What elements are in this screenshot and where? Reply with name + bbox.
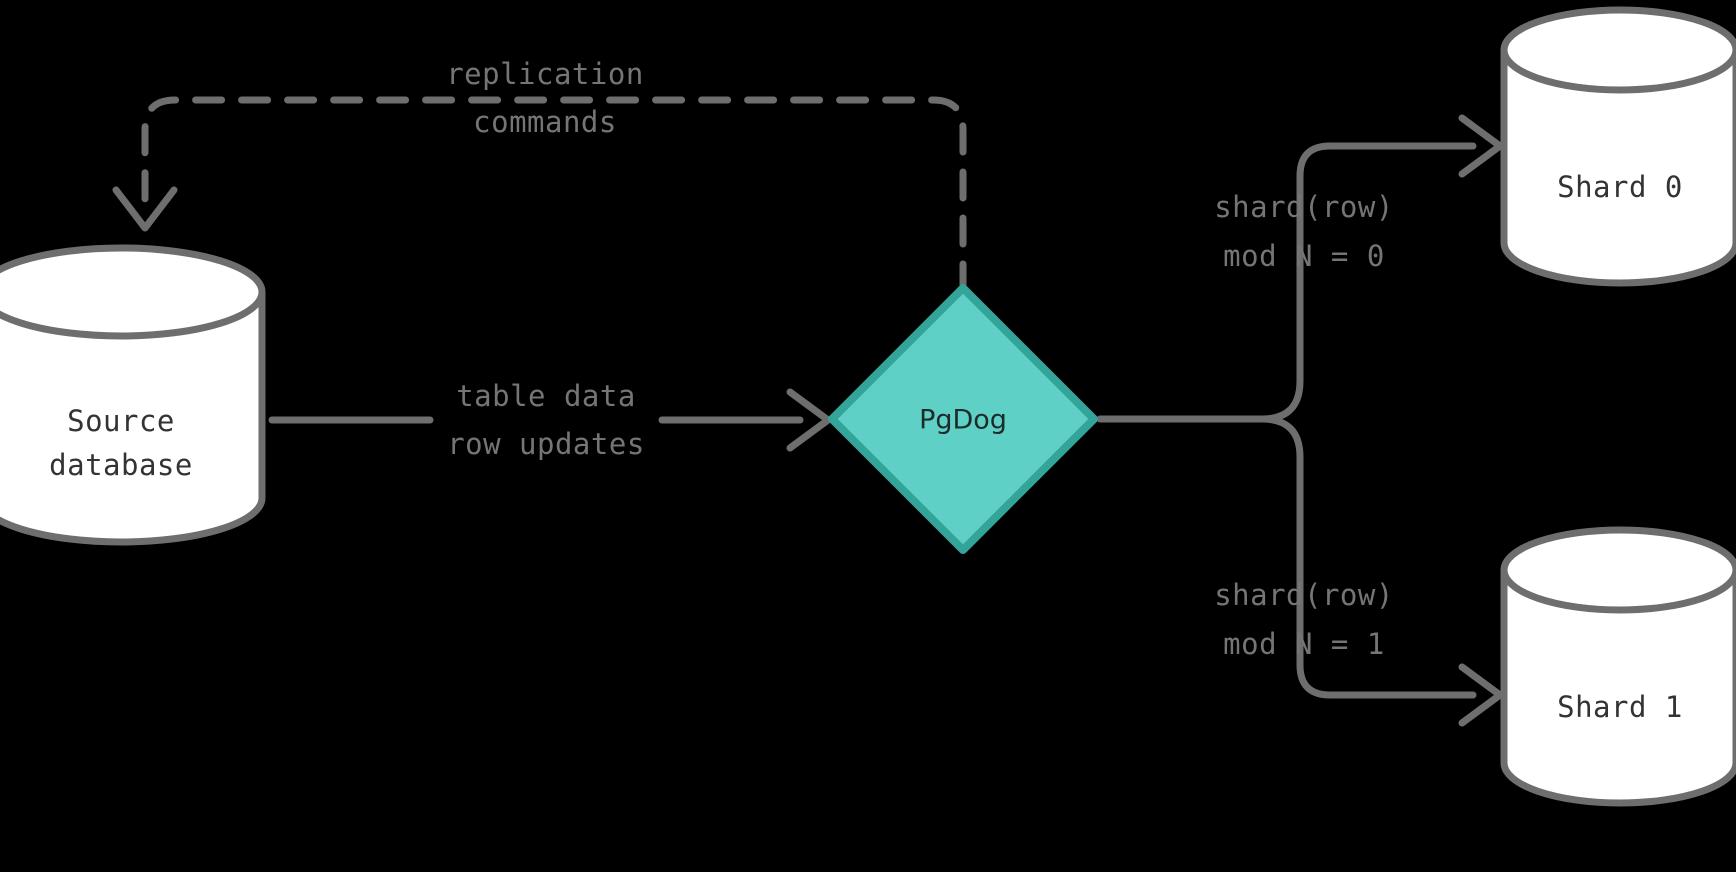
edge-label-replication: replication commands xyxy=(446,57,644,139)
edge-shard0-branch xyxy=(1258,114,1504,423)
shard-1-top xyxy=(1500,526,1736,614)
table-data-label-line2: row updates xyxy=(447,427,645,461)
node-source-database[interactable]: Source database xyxy=(0,244,266,546)
node-shard-0[interactable]: Shard 0 xyxy=(1500,6,1736,287)
node-shard-1[interactable]: Shard 1 xyxy=(1500,526,1736,807)
shard1-label-line1: shard(row) xyxy=(1214,578,1394,612)
shard0-arrow-head xyxy=(1458,114,1504,178)
edge-label-shard0: shard(row) mod N = 0 xyxy=(1214,190,1394,273)
edge-replication-commands xyxy=(112,96,967,294)
source-database-label-line2: database xyxy=(49,448,193,482)
shard0-label-line2: mod N = 0 xyxy=(1223,239,1385,273)
edge-shard1-branch xyxy=(1258,415,1504,727)
source-database-label-line1: Source xyxy=(67,404,175,438)
shard-0-body xyxy=(1500,50,1736,287)
pgdog-diamond-shape xyxy=(828,284,1098,554)
table-data-label-line1: table data xyxy=(456,379,636,413)
shard-1-label: Shard 1 xyxy=(1557,690,1683,724)
edge-label-table-data: table data row updates xyxy=(447,379,645,461)
source-database-body xyxy=(0,292,266,546)
pgdog-label: PgDog xyxy=(919,405,1007,436)
shard0-branch-path xyxy=(1258,142,1477,423)
table-data-arrow-head xyxy=(786,388,832,452)
source-database-top xyxy=(0,244,266,340)
edge-table-data xyxy=(268,388,832,452)
shard1-label-line2: mod N = 1 xyxy=(1223,627,1385,661)
shard-0-label: Shard 0 xyxy=(1557,170,1683,204)
replication-label-line1: replication xyxy=(446,57,644,91)
edge-label-shard1: shard(row) mod N = 1 xyxy=(1214,578,1394,661)
replication-arrow-head xyxy=(112,186,178,232)
node-pgdog[interactable]: PgDog xyxy=(828,284,1098,554)
shard1-branch-path xyxy=(1258,415,1477,699)
shard-1-body xyxy=(1500,570,1736,807)
replication-label-line2: commands xyxy=(473,105,617,139)
shard1-arrow-head xyxy=(1458,663,1504,727)
shard-0-top xyxy=(1500,6,1736,94)
shard0-label-line1: shard(row) xyxy=(1214,190,1394,224)
